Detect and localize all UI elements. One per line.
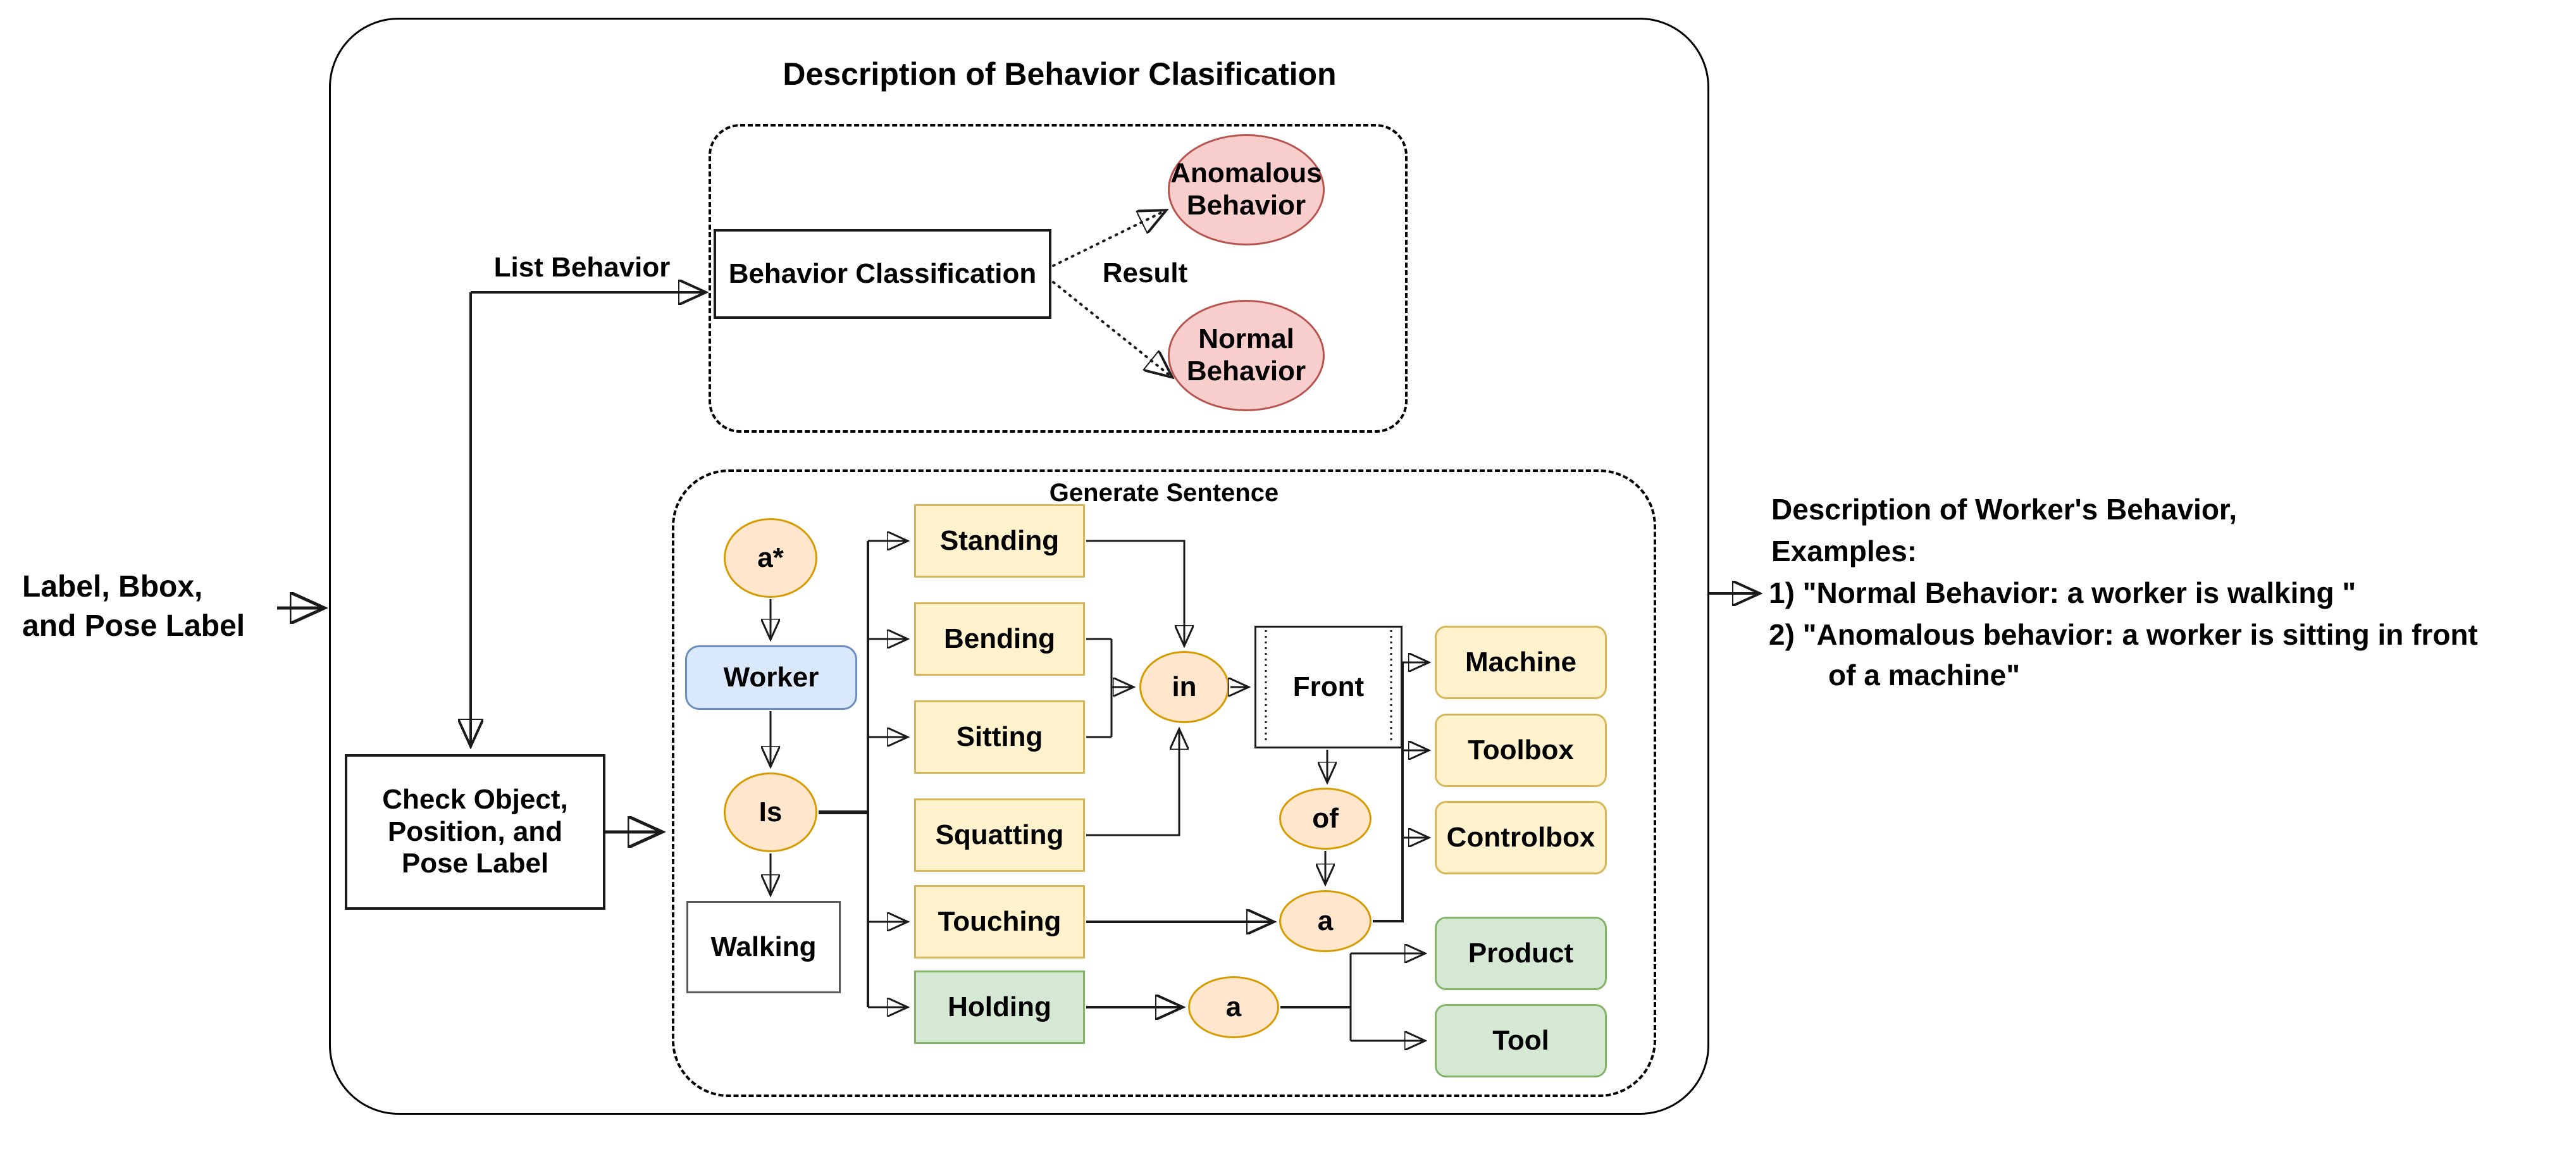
generate-title: Generate Sentence [1049, 479, 1279, 507]
node-controlbox: Controlbox [1435, 801, 1607, 874]
node-sitting: Sitting [914, 700, 1085, 774]
list-behavior-label: List Behavior [493, 252, 671, 283]
node-a-touch: a [1279, 890, 1372, 952]
node-anomalous-behavior: Anomalous Behavior [1168, 134, 1325, 245]
node-in: in [1139, 651, 1229, 723]
output-line2: Examples: [1771, 535, 1917, 567]
node-a-hold: a [1188, 976, 1279, 1038]
node-holding: Holding [914, 971, 1085, 1044]
diagram-title: Description of Behavior Clasification [783, 56, 1337, 92]
output-line4: 2) "Anomalous behavior: a worker is sitt… [1769, 618, 2478, 651]
input-label-line2: and Pose Label [22, 609, 245, 643]
node-bending: Bending [914, 602, 1085, 676]
node-front: Front [1254, 626, 1403, 748]
node-check-object: Check Object, Position, and Pose Label [345, 754, 605, 910]
input-label-line1: Label, Bbox, [22, 570, 203, 604]
node-behavior-classification: Behavior Classification [714, 229, 1051, 319]
output-line3: 1) "Normal Behavior: a worker is walking… [1769, 576, 2356, 609]
outer-container [329, 18, 1709, 1115]
node-walking: Walking [686, 901, 841, 993]
result-label: Result [1102, 257, 1188, 288]
node-squatting: Squatting [914, 798, 1085, 872]
node-is: Is [724, 772, 817, 852]
node-worker: Worker [685, 645, 857, 710]
node-product: Product [1435, 917, 1607, 990]
node-tool: Tool [1435, 1004, 1607, 1077]
node-a-star: a* [724, 518, 817, 598]
node-of: of [1279, 788, 1372, 850]
node-normal-behavior: Normal Behavior [1168, 300, 1325, 411]
generate-dashed-box [672, 469, 1656, 1097]
node-standing: Standing [914, 504, 1085, 578]
node-toolbox: Toolbox [1435, 714, 1607, 787]
classification-dashed-box [709, 124, 1408, 433]
node-touching: Touching [914, 885, 1085, 958]
node-machine: Machine [1435, 626, 1607, 699]
output-line5: of a machine" [1828, 659, 2020, 692]
output-line1: Description of Worker's Behavior, [1771, 493, 2238, 526]
